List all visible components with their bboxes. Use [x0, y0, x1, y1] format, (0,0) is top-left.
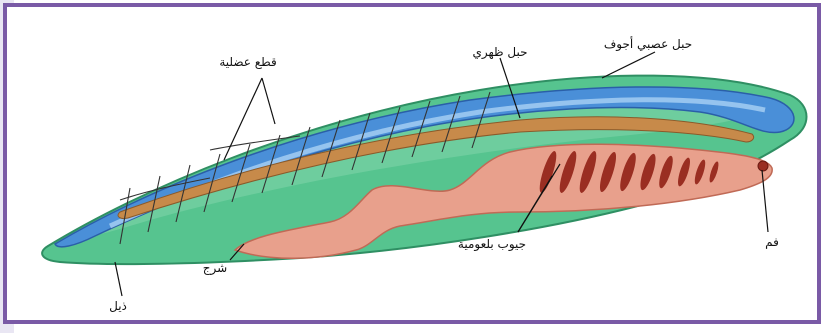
- leader-muscle-2: [262, 78, 275, 124]
- label-tail: ذيل: [109, 299, 127, 313]
- mouth-opening: [758, 161, 768, 171]
- leader-nerve-cord: [602, 52, 655, 78]
- label-hollow-nerve-cord: حبل عصبي أجوف: [604, 36, 692, 52]
- label-notochord: حبل ظهري: [472, 45, 527, 60]
- leader-tail: [115, 262, 122, 296]
- label-anus: شرج: [203, 261, 227, 276]
- leader-muscle-1: [224, 78, 262, 160]
- label-gill-slits: جيوب بلعومية: [458, 237, 526, 252]
- label-mouth: فم: [765, 235, 779, 249]
- label-muscle-segments: قطع عضلية: [219, 55, 276, 69]
